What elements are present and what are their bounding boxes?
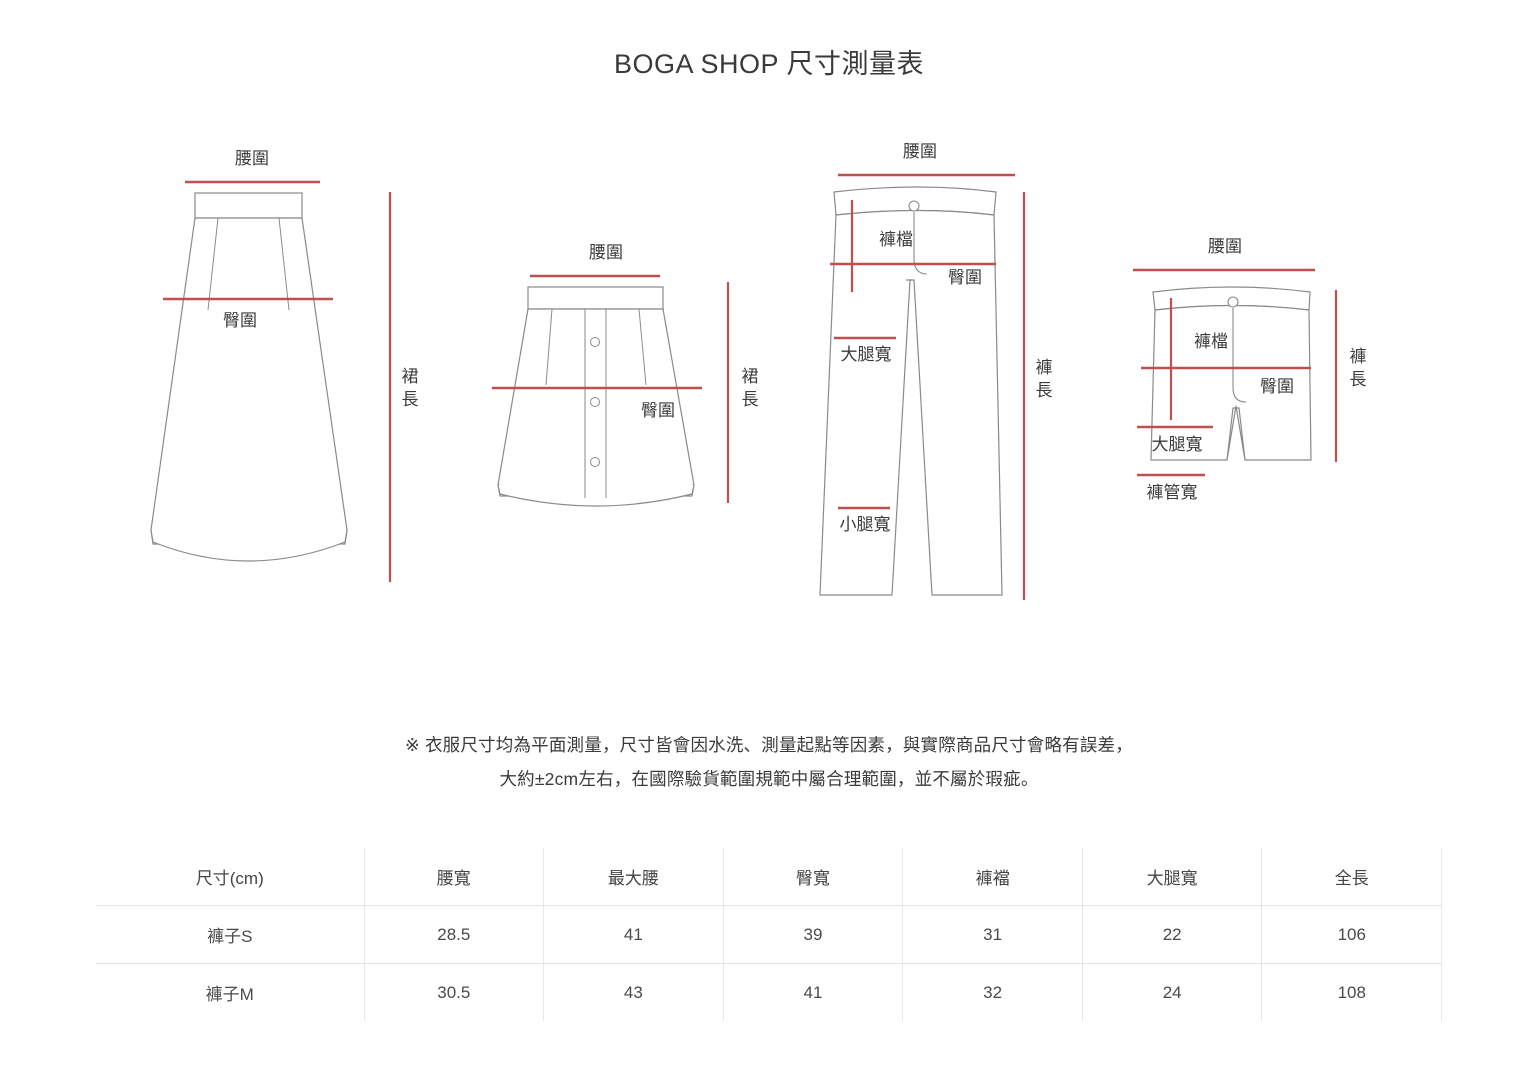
diagram-long-skirt: 腰圍 臀圍 裙 長 bbox=[105, 130, 435, 630]
pants-fly bbox=[913, 212, 928, 275]
cell-hip: 39 bbox=[723, 905, 904, 964]
skirt-hem-inner bbox=[497, 484, 695, 507]
measurement-disclaimer: ※ 衣服尺寸均為平面測量，尺寸皆會因水洗、測量起點等因素，與實際商品尺寸會略有誤… bbox=[0, 728, 1538, 796]
cell-rise: 31 bbox=[902, 905, 1083, 964]
shorts-fly bbox=[1232, 308, 1247, 403]
cell-waist: 28.5 bbox=[364, 905, 545, 964]
cell-waist: 30.5 bbox=[364, 963, 545, 1021]
label-hip-shorts: 臀圍 bbox=[1260, 377, 1294, 396]
button-icon bbox=[590, 457, 600, 467]
label-length-shorts-char1: 褲 bbox=[1350, 347, 1367, 366]
skirt-waistband bbox=[527, 286, 664, 310]
table-header-row: 尺寸(cm) 腰寬 最大腰 臀寬 褲襠 大腿寬 全長 bbox=[96, 848, 1443, 906]
column-header-waist: 腰寬 bbox=[364, 848, 545, 906]
disclaimer-line-1: ※ 衣服尺寸均為平面測量，尺寸皆會因水洗、測量起點等因素，與實際商品尺寸會略有誤… bbox=[405, 735, 1133, 755]
label-rise-pants: 褲檔 bbox=[879, 230, 913, 249]
button-icon bbox=[908, 200, 920, 212]
shorts-crotch-notch bbox=[1226, 405, 1246, 461]
label-length-pants-char2: 長 bbox=[1036, 381, 1053, 400]
pants-body bbox=[819, 209, 1003, 596]
cell-maxwaist: 43 bbox=[543, 963, 724, 1021]
column-header-rise: 褲襠 bbox=[902, 848, 1083, 906]
label-waist-pants: 腰圍 bbox=[903, 142, 937, 161]
table-row: 褲子S 28.5 41 39 31 22 106 bbox=[96, 905, 1443, 964]
disclaimer-line-2: 大約±2cm左右，在國際驗貨範圍規範中屬合理範圍，並不屬於瑕疵。 bbox=[499, 769, 1039, 789]
cell-thigh: 24 bbox=[1082, 963, 1263, 1021]
diagram-short-skirt: 腰圍 臀圍 裙 長 bbox=[470, 130, 780, 550]
size-table-container: 尺寸(cm) 腰寬 最大腰 臀寬 褲襠 大腿寬 全長 褲子S 28.5 41 3… bbox=[96, 848, 1443, 1021]
skirt-dart-right bbox=[638, 308, 647, 386]
label-waist-long-skirt: 腰圍 bbox=[235, 149, 269, 168]
label-length-pants-char1: 褲 bbox=[1036, 358, 1053, 377]
size-table-body: 褲子S 28.5 41 39 31 22 106 褲子M 30.5 43 41 … bbox=[96, 905, 1443, 1021]
label-thigh-shorts: 大腿寬 bbox=[1152, 435, 1203, 454]
button-icon bbox=[1227, 296, 1239, 308]
label-length-long-skirt-char1: 裙 bbox=[402, 367, 419, 386]
label-length-short-skirt-char1: 裙 bbox=[742, 367, 759, 386]
skirt-body bbox=[150, 217, 348, 545]
column-header-thigh: 大腿寬 bbox=[1082, 848, 1263, 906]
label-rise-shorts: 褲檔 bbox=[1194, 332, 1228, 351]
cell-size: 褲子M bbox=[96, 963, 365, 1021]
label-hip-pants: 臀圍 bbox=[948, 268, 982, 287]
label-length-shorts-char2: 長 bbox=[1350, 370, 1367, 389]
label-waist-short-skirt: 腰圍 bbox=[589, 243, 623, 262]
page-title: BOGA SHOP 尺寸測量表 bbox=[613, 49, 925, 79]
cell-rise: 32 bbox=[902, 963, 1083, 1021]
skirt-dart-left bbox=[545, 308, 553, 386]
label-waist-shorts: 腰圍 bbox=[1208, 237, 1242, 256]
label-hip-long-skirt: 臀圍 bbox=[223, 311, 257, 330]
button-icon bbox=[590, 397, 600, 407]
shorts-body bbox=[1150, 304, 1312, 461]
label-length-short-skirt-char2: 長 bbox=[742, 390, 759, 409]
skirt-waistband bbox=[194, 192, 303, 219]
cell-maxwaist: 41 bbox=[543, 905, 724, 964]
column-header-hip: 臀寬 bbox=[723, 848, 904, 906]
skirt-dart-right bbox=[278, 217, 290, 311]
cell-size: 褲子S bbox=[96, 905, 365, 964]
button-icon bbox=[590, 337, 600, 347]
column-header-size: 尺寸(cm) bbox=[96, 848, 365, 906]
table-row: 褲子M 30.5 43 41 32 24 108 bbox=[96, 963, 1443, 1021]
cell-hip: 41 bbox=[723, 963, 904, 1021]
size-table: 尺寸(cm) 腰寬 最大腰 臀寬 褲襠 大腿寬 全長 褲子S 28.5 41 3… bbox=[96, 848, 1443, 1021]
cell-length: 108 bbox=[1261, 963, 1443, 1021]
column-header-maxwaist: 最大腰 bbox=[543, 848, 724, 906]
cell-length: 106 bbox=[1261, 905, 1443, 964]
skirt-dart-left bbox=[207, 217, 219, 311]
label-thigh-pants: 大腿寬 bbox=[841, 345, 892, 364]
diagram-pants: 腰圍 褲檔 臀圍 大腿寬 小腿寬 bbox=[810, 130, 1090, 650]
cell-thigh: 22 bbox=[1082, 905, 1263, 964]
label-length-long-skirt-char2: 長 bbox=[402, 390, 419, 409]
column-header-length: 全長 bbox=[1261, 848, 1443, 906]
diagram-shorts: 腰圍 褲檔 臀圍 大腿寬 褲管寬 bbox=[1115, 130, 1415, 550]
label-hem-shorts: 褲管寬 bbox=[1147, 483, 1198, 502]
label-calf-pants: 小腿寬 bbox=[840, 515, 891, 534]
skirt-hem-inner bbox=[150, 529, 348, 562]
size-table-head: 尺寸(cm) 腰寬 最大腰 臀寬 褲襠 大腿寬 全長 bbox=[96, 848, 1443, 906]
label-hip-short-skirt: 臀圍 bbox=[641, 401, 675, 420]
measurement-diagrams: 腰圍 臀圍 裙 長 腰圍 bbox=[0, 130, 1538, 690]
